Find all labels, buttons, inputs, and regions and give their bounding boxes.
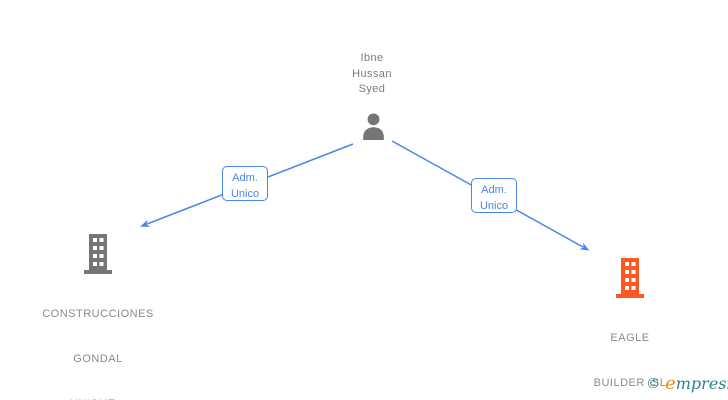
edge-label-line: Adm. [232, 172, 258, 184]
company-name-line: CONSTRUCCIONES [42, 308, 154, 320]
edge-label-line: Adm. [481, 184, 507, 196]
building-icon-right-company[interactable] [614, 258, 646, 298]
edge-label-line: Unico [230, 188, 260, 200]
empresia-logo-text: mpresia [675, 374, 728, 393]
company-name-line: BUILDER SL [593, 377, 667, 389]
company-name-line: UNIQUE... [8, 397, 188, 400]
building-icon-left-company[interactable] [82, 234, 114, 274]
empresia-logo[interactable]: © empresia [646, 373, 728, 394]
person-node-name[interactable]: Ibne Hussan Syed [302, 51, 442, 98]
person-name-line: Ibne [360, 52, 384, 64]
edge-label-adm-unico-left: Adm. Unico [222, 166, 268, 201]
company-node-eagle-builder[interactable]: EAGLE BUILDER SL [550, 301, 710, 400]
person-name-line: Syed [358, 83, 386, 95]
empresia-logo-initial: e [665, 373, 676, 394]
edge-label-line: Unico [479, 200, 509, 212]
person-icon[interactable] [357, 110, 390, 143]
company-node-construcciones-gondal[interactable]: CONSTRUCCIONES GONDAL UNIQUE... [8, 277, 188, 400]
copyright-icon: © [646, 376, 660, 392]
person-name-line: Hussan [352, 67, 392, 80]
company-name-line: EAGLE [610, 332, 650, 344]
company-name-line: GONDAL [73, 353, 123, 365]
edge-label-adm-unico-right: Adm. Unico [471, 178, 517, 213]
